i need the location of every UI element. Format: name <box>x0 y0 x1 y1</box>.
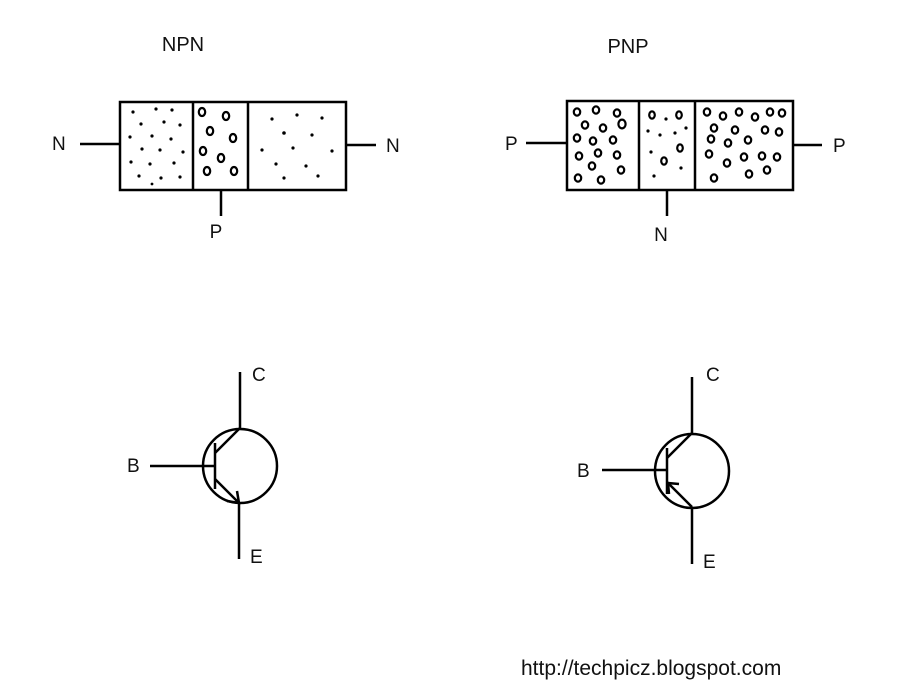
pnp-collector-diagonal <box>666 432 693 459</box>
npn-base-holes <box>197 106 239 177</box>
npn-emitter-label: E <box>250 547 263 568</box>
pnp-left-label: P <box>505 134 518 155</box>
npn-base-symbol-label: B <box>127 456 140 477</box>
pnp-emitter-label: E <box>703 552 716 573</box>
source-url: http://techpicz.blogspot.com <box>521 657 781 680</box>
pnp-right-label: P <box>833 136 846 157</box>
npn-title: NPN <box>162 34 204 56</box>
npn-right-label: N <box>386 136 400 157</box>
npn-base-label: P <box>210 222 223 243</box>
npn-body <box>118 100 348 192</box>
pnp-base-label: N <box>654 225 668 246</box>
npn-layer-diagram: NPN N N P <box>52 34 400 243</box>
pnp-layer-diagram: P N P <box>505 36 846 246</box>
npn-transistor-symbol: C B E <box>127 365 279 568</box>
pnp-emitter-arrow <box>666 481 680 495</box>
pnp-collector-holes <box>702 107 787 183</box>
npn-collector-electrons <box>260 113 334 180</box>
pnp-transistor-symbol: C B E <box>577 365 731 573</box>
pnp-title: PNP <box>607 36 648 58</box>
npn-emitter-electrons <box>128 107 185 186</box>
pnp-emitter-diagonal <box>666 481 693 508</box>
pnp-emitter-holes <box>572 105 627 185</box>
npn-collector-label: C <box>252 365 266 386</box>
npn-emitter-diagonal <box>214 478 240 504</box>
pnp-base-symbol-label: B <box>577 461 590 482</box>
pnp-base-electrons <box>646 110 688 178</box>
pnp-collector-label: C <box>706 365 720 386</box>
npn-collector-diagonal <box>214 427 241 454</box>
npn-left-label: N <box>52 134 66 155</box>
